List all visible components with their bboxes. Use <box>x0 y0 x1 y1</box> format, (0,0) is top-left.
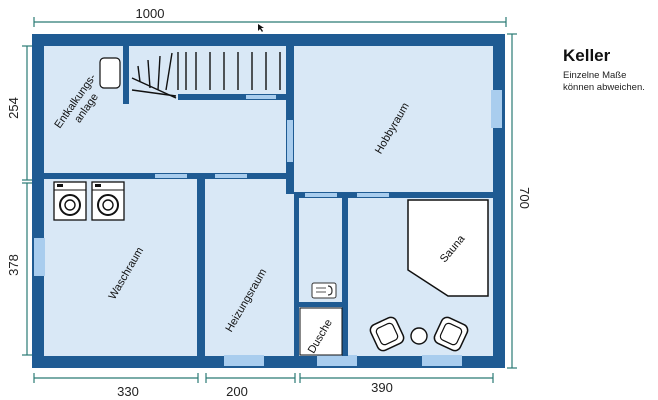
door-waschraum <box>155 174 187 178</box>
plan-title: Keller <box>563 46 611 65</box>
door-stair-top <box>246 95 276 99</box>
cursor-icon <box>258 24 264 32</box>
window-bottom-3 <box>422 355 462 366</box>
door-sauna-area <box>357 193 389 197</box>
chair-icon <box>369 316 405 352</box>
window-right <box>491 90 502 128</box>
shower-area <box>299 307 343 356</box>
dim-bottom-3: 390 <box>371 380 393 395</box>
basin-icon <box>311 282 337 299</box>
dim-bottom-1: 330 <box>117 384 139 399</box>
plan-note: Einzelne Maße können abweichen. <box>563 70 645 93</box>
door-shower-corridor <box>305 193 337 197</box>
chair-icon <box>433 316 469 352</box>
dimension-lines <box>22 17 517 383</box>
dim-left-upper: 254 <box>6 97 21 119</box>
sauna-cabin <box>407 199 489 297</box>
dim-bottom-2: 200 <box>226 384 248 399</box>
staircase <box>131 52 281 99</box>
dim-right: 700 <box>517 187 532 209</box>
side-table-icon <box>410 327 428 345</box>
door-hobby-stair <box>287 120 293 162</box>
window-bottom-2 <box>317 355 357 366</box>
door-heizungsraum <box>215 174 247 178</box>
dim-left-lower: 378 <box>6 254 21 276</box>
window-bottom-1 <box>224 355 264 366</box>
washing-machine-icon <box>53 181 87 221</box>
dryer-icon <box>91 181 125 221</box>
dim-top: 1000 <box>136 6 165 21</box>
softener-tank <box>99 57 121 89</box>
window-left <box>34 238 45 276</box>
